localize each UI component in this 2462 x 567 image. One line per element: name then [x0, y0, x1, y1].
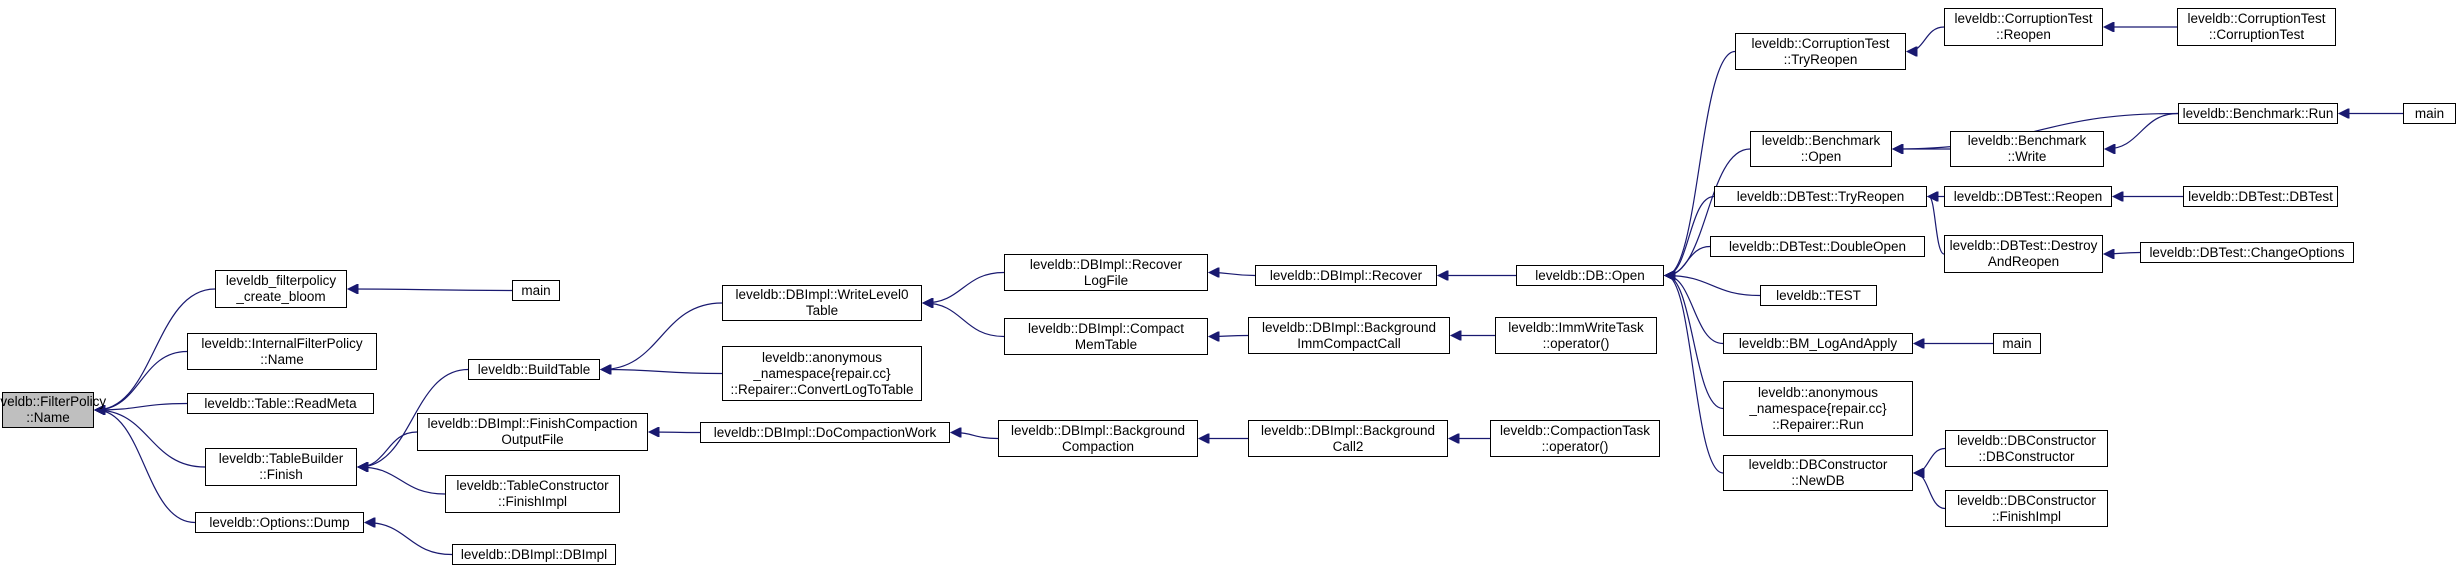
call-edge-n13-to-n8 [650, 432, 701, 433]
call-edge-n4-to-n0 [96, 410, 206, 468]
node-recoverlogfile[interactable]: leveldb::DBImpl::Recover LogFile [1004, 254, 1208, 291]
node-bm-logandapply[interactable]: leveldb::BM_LogAndApply [1723, 333, 1913, 354]
node-dbtest-doubleopen[interactable]: leveldb::DBTest::DoubleOpen [1710, 236, 1925, 257]
call-edge-n10-to-n5 [366, 523, 453, 556]
call-edge-n36-to-n30 [1915, 447, 1946, 474]
call-edge-n34-to-n25 [1929, 197, 1945, 255]
call-edge-n41-to-n34 [2105, 253, 2141, 255]
node-backgroundcall2[interactable]: leveldb::DBImpl::Background Call2 [1248, 420, 1448, 457]
node-dbconstructor-ctor[interactable]: leveldb::DBConstructor ::DBConstructor [1945, 430, 2108, 467]
node-repairer-run[interactable]: leveldb::anonymous _namespace{repair.cc}… [1723, 381, 1913, 436]
call-edge-n3-to-n0 [96, 402, 188, 411]
node-internalfilterpolicy-name[interactable]: leveldb::InternalFilterPolicy ::Name [187, 333, 377, 370]
node-compactiontask-operator[interactable]: leveldb::CompactionTask ::operator() [1490, 420, 1660, 457]
call-edge-n7-to-n4 [359, 368, 469, 468]
node-dbimpl-recover[interactable]: leveldb::DBImpl::Recover [1255, 265, 1437, 286]
call-edge-n11-to-n7 [602, 302, 723, 370]
call-edge-n2-to-n0 [96, 350, 188, 411]
node-corruptiontest-ctor[interactable]: leveldb::CorruptionTest ::CorruptionTest [2177, 8, 2336, 46]
call-edge-n26-to-n20 [1666, 245, 1711, 276]
node-corruptiontest-tryreopen[interactable]: leveldb::CorruptionTest ::TryReopen [1735, 33, 1906, 70]
node-dbimpl-ctor[interactable]: leveldb::DBImpl::DBImpl [452, 544, 616, 565]
node-dbtest-tryreopen[interactable]: leveldb::DBTest::TryReopen [1714, 186, 1927, 207]
node-buildtable[interactable]: leveldb::BuildTable [468, 359, 600, 380]
node-benchmark-run[interactable]: leveldb::Benchmark::Run [2178, 103, 2338, 124]
node-dbtest-destroyandreopen[interactable]: leveldb::DBTest::Destroy AndReopen [1944, 235, 2103, 273]
node-compactmemtable[interactable]: leveldb::DBImpl::Compact MemTable [1004, 318, 1208, 355]
node-tableconstructor-finishimpl[interactable]: leveldb::TableConstructor ::FinishImpl [445, 475, 620, 513]
node-dbtest-reopen[interactable]: leveldb::DBTest::Reopen [1944, 186, 2112, 207]
node-benchmark-open[interactable]: leveldb::Benchmark ::Open [1750, 131, 1892, 167]
focus-node-filterpolicy-name: leveldb::FilterPolicy ::Name [0, 392, 106, 428]
node-benchmark-write[interactable]: leveldb::Benchmark ::Write [1950, 131, 2104, 167]
call-edge-n27-to-n20 [1666, 276, 1761, 297]
call-edge-n23-to-n20 [1666, 50, 1736, 276]
node-tablebuilder-finish[interactable]: leveldb::TableBuilder ::Finish [205, 448, 357, 486]
call-edge-n16-to-n13 [952, 433, 999, 440]
node-test[interactable]: leveldb::TEST [1760, 285, 1877, 306]
call-edge-n12-to-n7 [602, 370, 723, 374]
node-backgroundcompaction[interactable]: leveldb::DBImpl::Background Compaction [998, 420, 1198, 457]
node-filterpolicy-create-bloom[interactable]: leveldb_filterpolicy _create_bloom [215, 270, 347, 308]
node-corruptiontest-reopen[interactable]: leveldb::CorruptionTest ::Reopen [1944, 8, 2103, 46]
node-backgroundimmcompactcall[interactable]: leveldb::DBImpl::Background ImmCompactCa… [1248, 317, 1450, 354]
call-edge-n25-to-n20 [1666, 195, 1715, 276]
call-edge-n31-to-n23 [1908, 26, 1945, 52]
node-table-readmeta[interactable]: leveldb::Table::ReadMeta [187, 393, 374, 414]
call-edge-n28-to-n20 [1666, 276, 1724, 345]
call-edge-n30-to-n20 [1666, 276, 1724, 474]
call-edge-n8-to-n4 [359, 431, 418, 467]
node-main-bm[interactable]: main [1993, 333, 2041, 354]
node-dbtest-ctor[interactable]: leveldb::DBTest::DBTest [2183, 186, 2338, 207]
call-edge-n15-to-n11 [924, 303, 1005, 338]
node-main-bloom[interactable]: main [512, 280, 560, 301]
call-edge-n39-to-n32 [2106, 112, 2179, 150]
node-finishcompactionoutputfile[interactable]: leveldb::DBImpl::FinishCompaction Output… [417, 413, 648, 451]
call-edge-n37-to-n30 [1915, 473, 1946, 510]
node-dbtest-changeoptions[interactable]: leveldb::DBTest::ChangeOptions [2140, 242, 2354, 263]
call-edge-n18-to-n15 [1210, 336, 1249, 337]
node-immwritetask-operator[interactable]: leveldb::ImmWriteTask ::operator() [1495, 317, 1657, 354]
node-dbconstructor-finishimpl[interactable]: leveldb::DBConstructor ::FinishImpl [1945, 490, 2108, 527]
call-edge-n17-to-n14 [1210, 273, 1256, 276]
node-repairer-convertlogtotable[interactable]: leveldb::anonymous _namespace{repair.cc}… [722, 346, 922, 401]
call-edge-n5-to-n0 [96, 410, 196, 524]
call-edge-n6-to-n1 [349, 289, 513, 291]
node-db-open[interactable]: leveldb::DB::Open [1516, 265, 1664, 286]
call-edge-n14-to-n11 [924, 271, 1005, 304]
node-dbconstructor-newdb[interactable]: leveldb::DBConstructor ::NewDB [1723, 455, 1913, 491]
node-writelevel0table[interactable]: leveldb::DBImpl::WriteLevel0 Table [722, 285, 922, 321]
node-options-dump[interactable]: leveldb::Options::Dump [195, 512, 364, 533]
node-main-benchmark[interactable]: main [2403, 103, 2456, 124]
node-docompactionwork[interactable]: leveldb::DBImpl::DoCompactionWork [700, 422, 950, 443]
call-edge-n9-to-n4 [359, 467, 446, 495]
call-edge-n29-to-n20 [1666, 276, 1724, 410]
